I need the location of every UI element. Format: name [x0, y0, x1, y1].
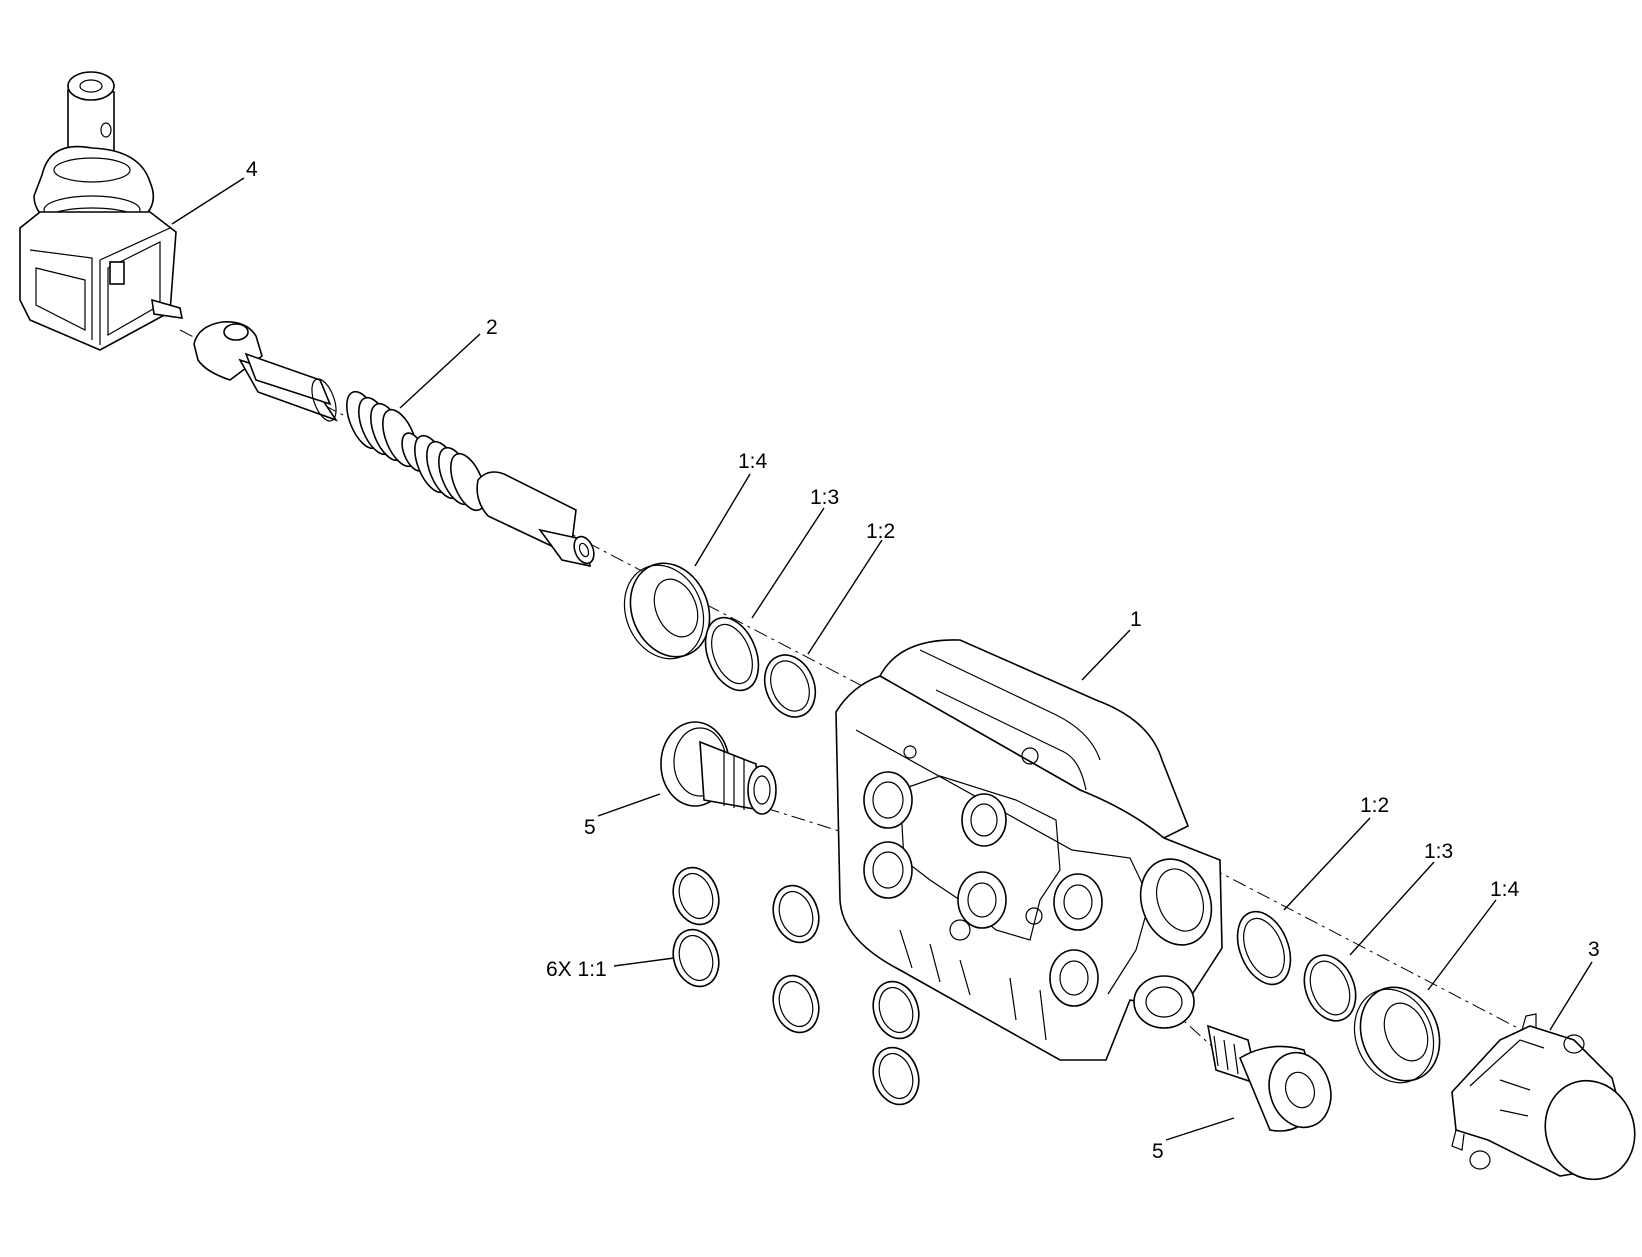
control-handle-part — [19, 71, 184, 351]
callout-seal-12-upper: 1:2 — [807, 520, 895, 655]
callout-label-1-2-upper: 1:2 — [866, 520, 895, 543]
callout-seal-13-upper: 1:3 — [751, 486, 839, 619]
end-cap-part — [1451, 1013, 1636, 1181]
callout-label-2: 2 — [486, 316, 498, 339]
upper-o-ring-13 — [704, 616, 760, 692]
callout-label-1: 1 — [1130, 608, 1142, 631]
upper-seal-washer — [623, 562, 711, 660]
lower-o-ring-13 — [1303, 954, 1357, 1022]
upper-plug-part — [660, 721, 777, 815]
o-ring-1 — [672, 866, 720, 926]
upper-o-ring-12 — [763, 654, 817, 718]
callout-label-1-4-lower: 1:4 — [1490, 878, 1520, 901]
o-ring-5 — [872, 980, 920, 1040]
callout-label-1-4-upper: 1:4 — [738, 450, 768, 473]
o-ring-set — [672, 866, 920, 1106]
callout-seal-12-lower: 1:2 — [1283, 794, 1389, 911]
spool-part — [193, 320, 595, 568]
callout-label-3: 3 — [1588, 938, 1600, 961]
callout-label-4: 4 — [246, 158, 258, 181]
callout-spool: 2 — [399, 316, 498, 409]
callout-plug-lower: 5 — [1152, 1117, 1235, 1163]
o-ring-4 — [772, 974, 820, 1034]
callout-seal-14-lower: 1:4 — [1427, 878, 1520, 991]
callout-o-rings: 6X 1:1 — [546, 957, 675, 981]
callout-seal-13-lower: 1:3 — [1349, 840, 1453, 956]
valve-body-part — [835, 639, 1223, 1061]
lower-seal-washer — [1353, 986, 1441, 1084]
callout-label-1-2-lower: 1:2 — [1360, 794, 1389, 817]
callout-body: 1 — [1081, 608, 1142, 681]
callout-handle: 4 — [171, 158, 258, 225]
callout-seal-14-upper: 1:4 — [694, 450, 768, 567]
lower-plug-part — [1206, 1024, 1332, 1132]
callout-label-1-3-upper: 1:3 — [810, 486, 839, 509]
valve-ports — [863, 771, 1103, 1007]
callout-label-5-lower: 5 — [1152, 1140, 1164, 1163]
callout-cap: 3 — [1549, 938, 1600, 1031]
callout-label-6x-1-1: 6X 1:1 — [546, 958, 607, 981]
lower-o-ring-12 — [1236, 910, 1292, 986]
callout-label-5-upper: 5 — [584, 816, 596, 839]
callout-label-1-3-lower: 1:3 — [1424, 840, 1453, 863]
callout-plug-upper: 5 — [584, 793, 661, 839]
o-ring-2 — [672, 928, 720, 988]
o-ring-6 — [872, 1046, 920, 1106]
o-ring-3 — [772, 884, 820, 944]
